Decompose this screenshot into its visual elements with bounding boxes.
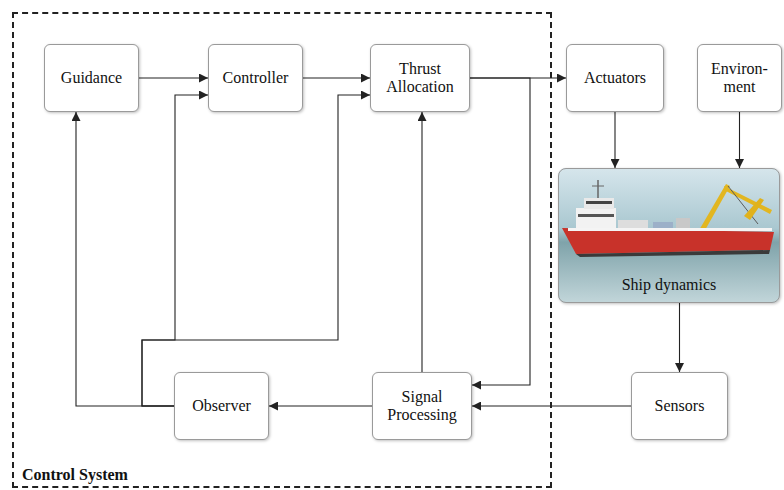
plant-box: Ship dynamics — [558, 168, 780, 303]
box-label: Environ- ment — [703, 60, 776, 97]
signal-arrow — [739, 112, 740, 168]
signal-arrow — [303, 77, 370, 78]
process-box: Guidance — [44, 44, 139, 112]
box-label: Thrust Allocation — [376, 60, 464, 97]
box-label: Actuators — [584, 69, 646, 87]
signal-arrow — [421, 112, 422, 372]
box-label: Sensors — [655, 397, 705, 415]
box-label: Signal Processing — [378, 388, 466, 425]
box-label: Ship dynamics — [622, 276, 717, 294]
box-label: Guidance — [61, 69, 122, 87]
box-label: Controller — [223, 69, 289, 87]
process-box: Signal Processing — [372, 372, 472, 440]
process-box: Controller — [208, 44, 303, 112]
region-label: Control System — [22, 466, 128, 484]
control-system-region: Control System Guidance Controller Thrust A… — [12, 12, 552, 488]
process-box: Actuators — [566, 44, 664, 112]
signal-arrow — [269, 405, 372, 406]
signal-arrow — [139, 77, 208, 78]
signal-arrow — [142, 95, 370, 406]
signal-arrow — [679, 303, 680, 372]
signal-arrow — [76, 112, 174, 406]
process-box: Sensors — [631, 372, 728, 440]
signal-arrow — [470, 78, 530, 385]
signal-arrow — [142, 95, 208, 406]
process-box: Environ- ment — [697, 44, 782, 112]
process-box: Thrust Allocation — [370, 44, 470, 112]
box-label: Observer — [192, 397, 251, 415]
signal-arrow — [614, 112, 615, 168]
process-box: Observer — [174, 372, 269, 440]
